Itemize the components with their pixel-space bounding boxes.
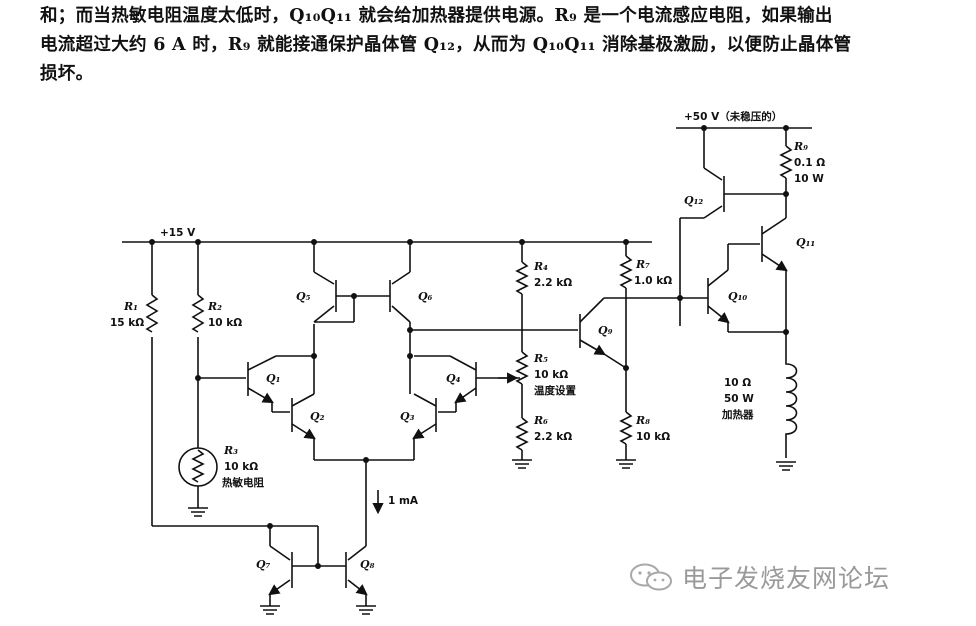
q12-label: Q₁₂: [684, 194, 703, 207]
paragraph-line-1: 和；而当热敏电阻温度太低时，Q₁₀Q₁₁ 就会给加热器提供电源。R₉ 是一个电流…: [40, 6, 833, 26]
q2-label: Q₂: [310, 410, 325, 423]
r5-desc: 温度设置: [534, 384, 576, 397]
r1-resistor: [145, 294, 159, 333]
r2-value: 10 kΩ: [208, 317, 242, 329]
r4-value: 2.2 kΩ: [534, 277, 572, 289]
r3-value: 10 kΩ: [224, 461, 258, 473]
r9-power: 10 W: [794, 173, 824, 185]
q1-label: Q₁: [266, 372, 280, 385]
q11-label: Q₁₁: [796, 236, 815, 249]
r1-value: 15 kΩ: [110, 317, 144, 329]
r4-label: R₄: [533, 260, 548, 273]
junction-dots: [149, 125, 789, 569]
watermark-text: 电子发烧友网论坛: [682, 564, 891, 593]
paragraph-line-3: 损坏。: [40, 64, 94, 84]
r7-label: R₇: [635, 258, 650, 271]
r6-resistor: [515, 417, 529, 451]
r9-label: R₉: [793, 140, 808, 153]
r8-resistor: [619, 411, 633, 445]
r5-value: 10 kΩ: [534, 369, 568, 381]
r8-value: 10 kΩ: [636, 431, 670, 443]
r7-value: 1.0 kΩ: [634, 275, 672, 287]
paragraph-line-2: 电流超过大约 6 A 时，R₉ 就能接通保护晶体管 Q₁₂，从而为 Q₁₀Q₁₁…: [40, 35, 852, 55]
q6-transistor: [391, 271, 411, 285]
heater-value: 10 Ω: [724, 377, 751, 389]
q10-label: Q₁₀: [728, 290, 747, 303]
current-label: 1 mA: [388, 495, 419, 507]
q5-transistor: [313, 271, 335, 285]
q6-label: Q₆: [418, 290, 433, 303]
q5-label: Q₅: [296, 290, 311, 303]
r5-label: R₅: [533, 352, 548, 365]
q9-label: Q₉: [598, 324, 613, 337]
body-text: 和；而当热敏电阻温度太低时，Q₁₀Q₁₁ 就会给加热器提供电源。R₉ 是一个电流…: [40, 2, 940, 89]
r9-resistor: [779, 145, 793, 179]
heater-coil: [785, 350, 798, 458]
supply-15v-label: +15 V: [160, 227, 196, 239]
heater-desc: 加热器: [721, 408, 754, 421]
r6-value: 2.2 kΩ: [534, 431, 572, 443]
r6-label: R₆: [533, 414, 548, 427]
r3-label: R₃: [223, 444, 238, 457]
watermark: 电子发烧友网论坛: [628, 562, 891, 593]
r1-label: R₁: [123, 300, 138, 313]
q8-label: Q₈: [360, 558, 375, 571]
r7-resistor: [619, 255, 633, 289]
q4-label: Q₄: [446, 372, 461, 385]
r5-potentiometer: [515, 351, 529, 385]
r2-resistor: [191, 294, 205, 333]
heater-power: 50 W: [724, 393, 754, 405]
r2-label: R₂: [207, 300, 222, 313]
r3-desc: 热敏电阻: [222, 476, 264, 489]
q7-label: Q₇: [256, 558, 271, 571]
r4-resistor: [515, 261, 529, 295]
wechat-logo-icon: [630, 563, 672, 591]
r8-label: R₈: [635, 414, 650, 427]
q3-label: Q₃: [400, 410, 415, 423]
r9-value: 0.1 Ω: [794, 157, 825, 169]
supply-50v-label: +50 V（未稳压的）: [684, 110, 782, 123]
